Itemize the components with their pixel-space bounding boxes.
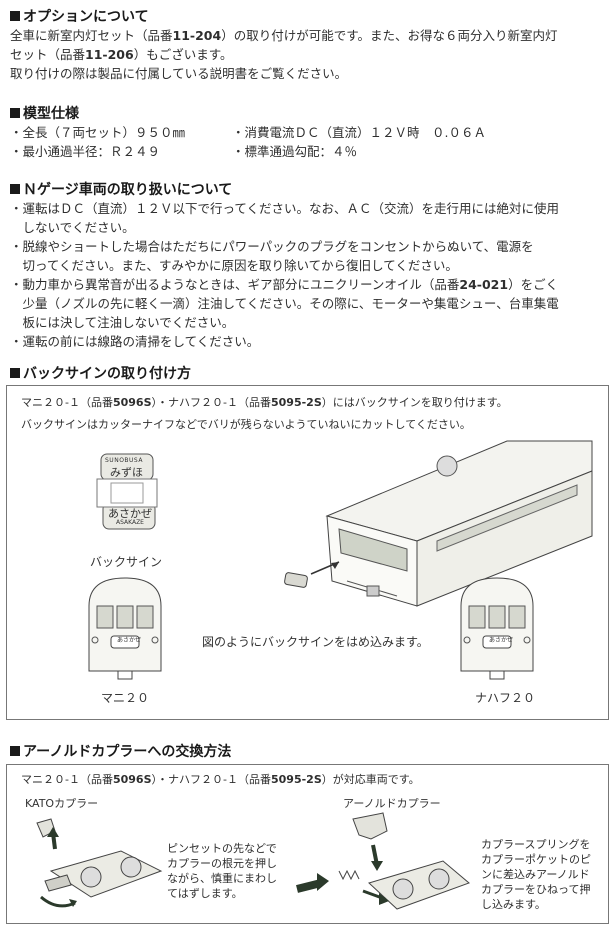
car-end-illustration bbox=[325, 440, 593, 607]
backsign-panel: マニ２０-１（品番5096S）・ナハフ２０-１（品番5095-2S）にはバックサ… bbox=[6, 385, 609, 720]
backsign-line-2: バックサインはカッターナイフなどでバリが残らないようていねいにカットしてください… bbox=[21, 418, 471, 431]
square-bullet-icon bbox=[10, 746, 20, 756]
option-line-3: 取り付けの際は製品に付属している説明書をご覧ください。 bbox=[10, 66, 348, 81]
arnold-coupler-label: アーノルドカプラー bbox=[343, 797, 441, 810]
car-right-label: ナハフ２０ bbox=[475, 691, 536, 705]
square-bullet-icon bbox=[10, 108, 20, 118]
backsign-sheet-illustration bbox=[96, 453, 158, 530]
car-right-illustration bbox=[460, 577, 534, 680]
coupler-heading: アーノルドカプラーへの交換方法 bbox=[10, 741, 231, 761]
note-left: ピンセットの先などで カプラーの根元を押し ながら、慎重にまわし てはずします。 bbox=[167, 842, 277, 900]
sign-bottom-text: あさかぜ bbox=[108, 507, 152, 520]
backsign-heading: バックサインの取り付け方 bbox=[10, 363, 191, 383]
handling-line: ・脱線やショートした場合はただちにパワーパックのプラグをコンセントからぬいて、電… bbox=[10, 239, 534, 254]
backsign-label: バックサイン bbox=[90, 555, 163, 569]
car-left-sign-text: あさかぜ bbox=[117, 637, 142, 644]
insert-note: 図のようにバックサインをはめ込みます。 bbox=[202, 635, 429, 649]
note-right: カプラースプリングを カプラーポケットのピ ンに差込みアーノルド カプラーをひね… bbox=[481, 838, 591, 911]
car-left-label: マニ２０ bbox=[101, 691, 150, 705]
spec-item: ・全長（７両セット）９５０㎜ bbox=[10, 125, 186, 140]
option-heading: オプションについて bbox=[10, 6, 149, 26]
coupler-panel: マニ２０-１（品番5096S）・ナハフ２０-１（品番5095-2S）が対応車両で… bbox=[6, 764, 609, 924]
square-bullet-icon bbox=[10, 184, 20, 194]
option-line-1: 全車に新室内灯セット（品番11-204）の取り付けが可能です。また、お得な６両分… bbox=[10, 28, 558, 43]
sign-piece-illustration bbox=[284, 561, 340, 588]
handling-line: 板には決して注油しないでください。 bbox=[10, 315, 235, 330]
handling-line: ・運転の前には線路の清掃をしてください。 bbox=[10, 334, 260, 349]
handling-line: しないでください。 bbox=[10, 220, 135, 235]
handling-line: ・動力車から異常音が出るようなときは、ギア部分にユニクリーンオイル（品番24-0… bbox=[10, 277, 559, 292]
spec-item: ・最小通過半径：Ｒ２４９ bbox=[10, 144, 161, 159]
handling-line: 少量（ノズルの先に軽く一滴）注油してください。その際に、モーターや集電シュー、台… bbox=[10, 296, 559, 311]
spec-item: ・標準通過勾配：４％ bbox=[232, 144, 358, 159]
kato-coupler-removal-illustration bbox=[36, 818, 163, 908]
handling-line: 切ってください。また、すみやかに原因を取り除いてから復旧してください。 bbox=[10, 258, 458, 273]
spec-item: ・消費電流ＤＣ（直流）１２Ｖ時 ０.０６Ａ bbox=[232, 125, 486, 140]
handling-line: ・運転はＤＣ（直流）１２Ｖ以下で行ってください。なお、ＡＣ（交流）を走行用には絶… bbox=[10, 201, 560, 216]
handling-heading: Ｎゲージ車両の取り扱いについて bbox=[10, 179, 232, 199]
arnold-coupler-install-illustration bbox=[296, 812, 470, 910]
sign-bottom-small-text: ASAKAZE bbox=[116, 519, 144, 526]
spec-heading: 模型仕様 bbox=[10, 103, 79, 123]
sign-top-small-text: SUNOBUSA bbox=[105, 457, 143, 464]
car-left-illustration bbox=[88, 577, 162, 680]
sign-top-text: みずほ bbox=[110, 466, 143, 479]
square-bullet-icon bbox=[10, 11, 20, 21]
coupler-line-1: マニ２０-１（品番5096S）・ナハフ２０-１（品番5095-2S）が対応車両で… bbox=[21, 773, 420, 786]
kato-coupler-label: KATOカプラー bbox=[25, 797, 99, 810]
backsign-line-1: マニ２０-１（品番5096S）・ナハフ２０-１（品番5095-2S）にはバックサ… bbox=[21, 396, 508, 409]
square-bullet-icon bbox=[10, 368, 20, 378]
car-right-sign-text: あさかぜ bbox=[489, 637, 514, 644]
option-line-2: セット（品番11-206）もございます。 bbox=[10, 47, 233, 62]
